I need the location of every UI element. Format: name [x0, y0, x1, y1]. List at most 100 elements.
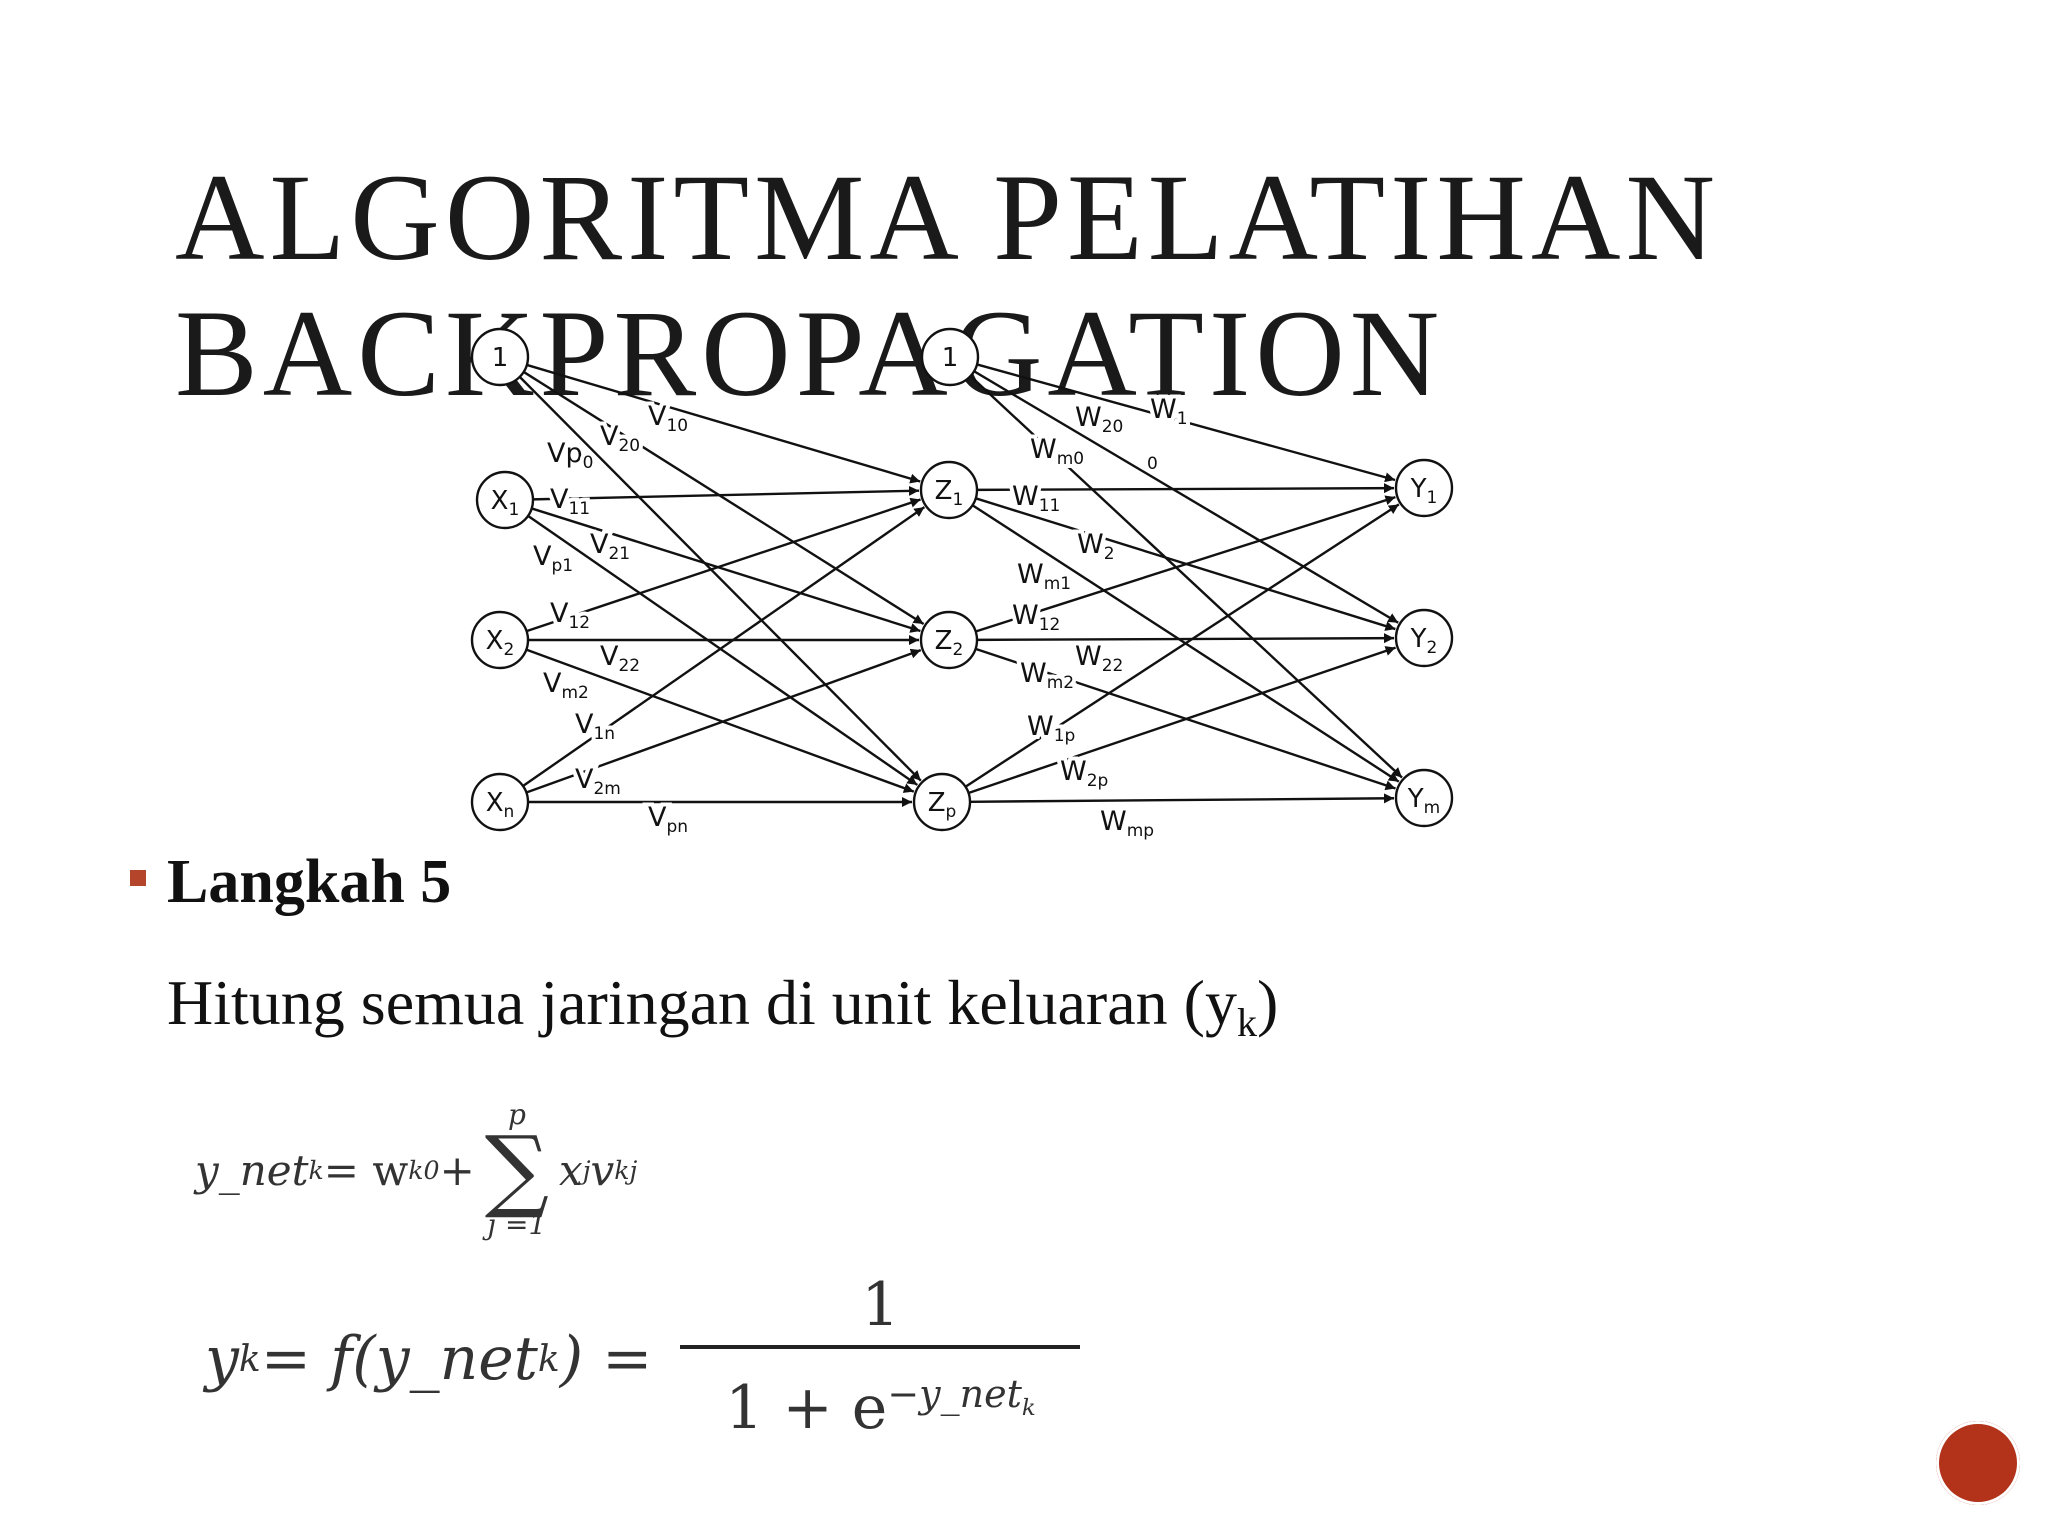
weight-label-w11: W11 [1012, 481, 1060, 516]
node-circle-zp [912, 772, 972, 832]
description-sub: k [1236, 1000, 1257, 1045]
node-x2: X2 [470, 610, 530, 670]
node-label-ym: Ym [1407, 784, 1440, 818]
f2-mid: = f(y_net [260, 1324, 538, 1394]
weight-label-vpn: Vpn [648, 802, 688, 837]
weight-label-w1: W1 [1150, 394, 1188, 429]
node-circle-x1 [475, 470, 535, 530]
sigma-icon: ∑ [484, 1117, 550, 1222]
edge-zp-y1 [964, 503, 1400, 788]
node-z1: Z1 [919, 460, 979, 520]
f1-w-sub: k0 [408, 1155, 440, 1185]
f1-eq: = w [323, 1145, 409, 1195]
weight-label-w20: W20 [1075, 402, 1123, 437]
weight-label-wm1: Wm1 [1017, 559, 1071, 594]
node-label-x1: X1 [491, 486, 520, 520]
weight-label-wm0: Wm0 [1030, 434, 1084, 469]
node-y1: Y1 [1394, 458, 1454, 518]
f2-mid-end: ) = [559, 1324, 653, 1394]
weight-label-wm2: Wm2 [1020, 658, 1074, 693]
weight-label-w1p: W1p [1027, 711, 1075, 746]
f2-lhs: y [205, 1324, 239, 1394]
edge-xn-z2 [525, 648, 922, 794]
f1-term-x-sub: j [582, 1155, 591, 1185]
step-description: Hitung semua jaringan di unit keluaran (… [167, 965, 1278, 1061]
step-heading: Langkah 5 [167, 848, 452, 916]
den-exponent: −y_net [887, 1372, 1022, 1416]
sum-lower-limit: j =1 [487, 1208, 547, 1241]
edge-bias2-ym [969, 375, 1403, 779]
weight-label-v12: V12 [550, 598, 590, 633]
edge-bias2-y1 [976, 363, 1396, 483]
node-circle-z2 [919, 610, 979, 670]
edge-zp-y2 [968, 646, 1396, 795]
weight-label-v1n: V1n [575, 709, 615, 744]
node-circle-bias2 [920, 327, 980, 387]
f1-term-v: v [590, 1145, 615, 1195]
node-circle-z1 [919, 460, 979, 520]
bullet-marker [130, 870, 146, 886]
weight-label-v20: V20 [600, 421, 640, 456]
node-label-y2: Y2 [1410, 624, 1438, 658]
weight-label-v22: V22 [600, 641, 640, 676]
node-circle-xn [470, 772, 530, 832]
slide-title: ALGORITMA PELATIHAN BACKPROPAGATION [175, 150, 1720, 422]
title-line-1: ALGORITMA PELATIHAN [175, 149, 1721, 286]
description-close: ) [1256, 967, 1279, 1038]
weight-label-vp0: Vp0 [547, 438, 593, 473]
edge-bias1-z1 [526, 363, 921, 484]
weight-label-w2: W2 [1077, 529, 1115, 564]
edge-xn-z1 [522, 506, 926, 788]
node-ym: Ym [1394, 768, 1454, 828]
fraction: 1 1 + e−y_netk [680, 1265, 1081, 1453]
circle-nav-icon[interactable] [1936, 1421, 2020, 1505]
edge-bias2-y2 [973, 370, 1399, 624]
node-label-bias1: 1 [492, 343, 509, 373]
title-line-2: BACKPROPAGATION [175, 285, 1445, 422]
fraction-bar [680, 1345, 1081, 1349]
node-xn: Xn [470, 772, 530, 832]
sum-upper-limit: p [507, 1098, 526, 1131]
node-x1: X1 [475, 470, 535, 530]
node-label-xn: Xn [486, 788, 515, 822]
edge-z1-y1 [976, 483, 1395, 494]
node-bias1: 1 [470, 327, 530, 387]
f1-term-v-sub: kj [614, 1155, 638, 1185]
edge-x1-z2 [531, 507, 921, 633]
weight-label-w2p: W2p [1060, 756, 1108, 791]
node-label-bias2: 1 [942, 343, 959, 373]
f1-term-x: x [559, 1145, 583, 1195]
edge-bias1-zp [518, 376, 922, 782]
weight-label-v2m: V2m [575, 764, 621, 799]
edge-x1-z1 [532, 485, 920, 501]
edge-bias1-z2 [523, 370, 925, 626]
f2-mid-sub: k [537, 1338, 560, 1380]
node-label-z2: Z2 [935, 626, 964, 660]
node-z2: Z2 [919, 610, 979, 670]
node-label-y1: Y1 [1410, 474, 1438, 508]
node-circle-y1 [1394, 458, 1454, 518]
node-label-x2: X2 [486, 626, 515, 660]
weight-label-vm2: Vm2 [543, 668, 589, 703]
weight-label-vp1: Vp1 [533, 541, 573, 576]
f2-lhs-sub: k [238, 1338, 261, 1380]
edge-zp-ym [969, 793, 1395, 804]
node-circle-ym [1394, 768, 1454, 828]
edge-x2-z1 [526, 497, 921, 633]
weight-label-wmp: Wmp [1100, 806, 1154, 841]
node-zp: Zp [912, 772, 972, 832]
edge-z2-y1 [975, 495, 1396, 633]
weight-label-w12: W12 [1012, 600, 1060, 635]
den-exponent-sub: k [1021, 1394, 1036, 1421]
edge-x1-zp [527, 514, 919, 786]
node-circle-bias1 [470, 327, 530, 387]
weight-label-0: 0 [1147, 454, 1158, 474]
f1-lhs-sub: k [308, 1155, 324, 1185]
f1-lhs: y_net [195, 1145, 309, 1195]
node-circle-y2 [1394, 608, 1454, 668]
node-y2: Y2 [1394, 608, 1454, 668]
node-label-zp: Zp [928, 788, 957, 822]
